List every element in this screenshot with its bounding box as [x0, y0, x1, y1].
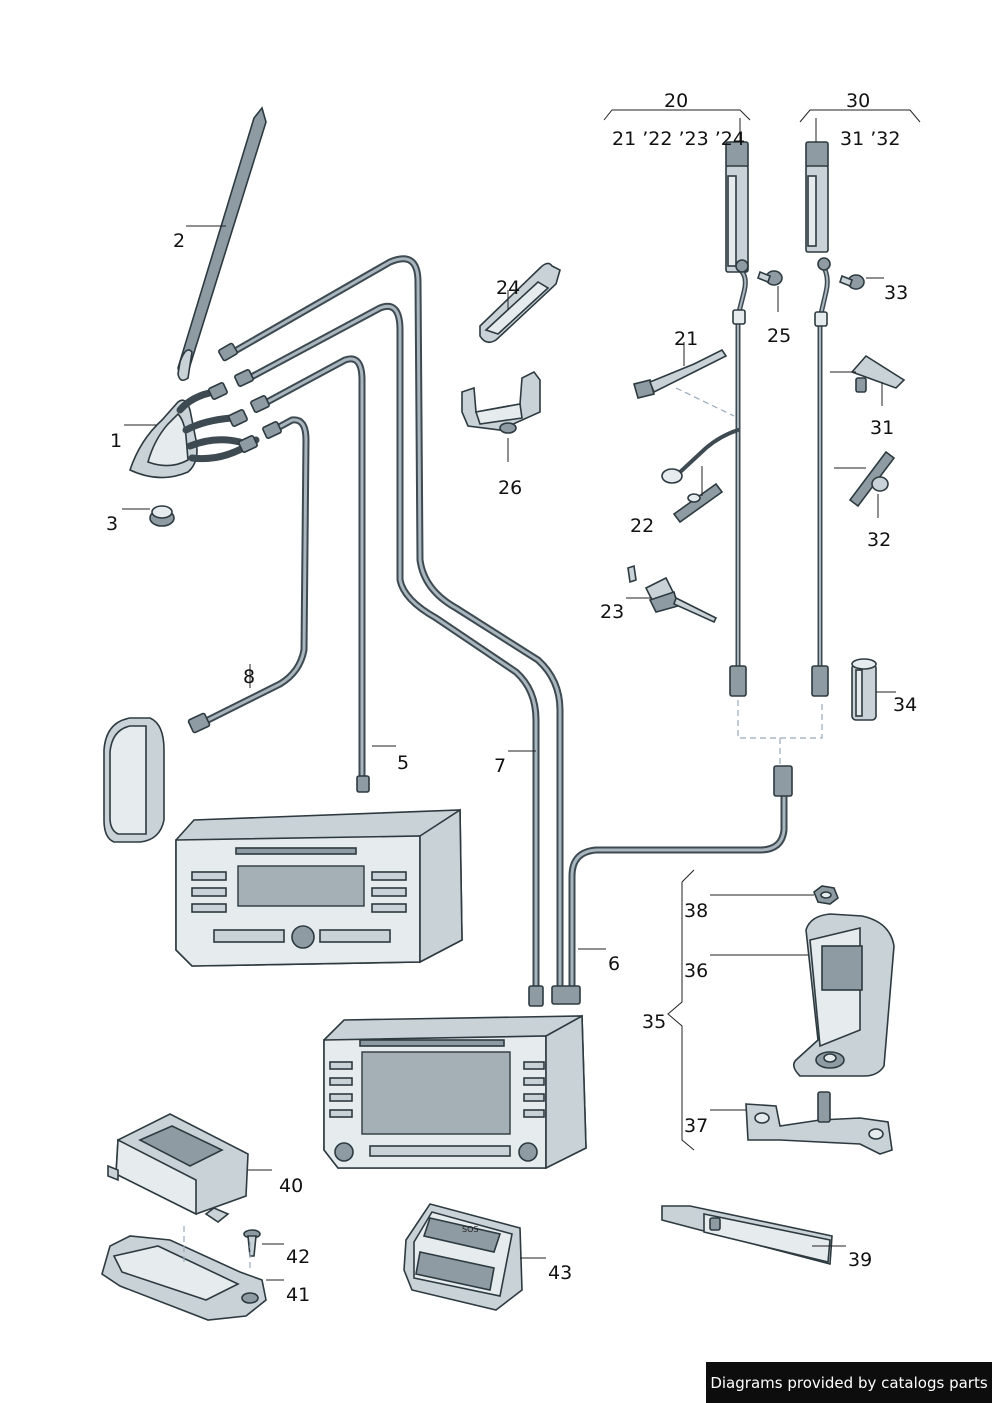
- connector-21: [633, 348, 728, 399]
- callout-3: 3: [106, 513, 118, 535]
- callout-41: 41: [286, 1284, 310, 1306]
- control-unit-40: [107, 1113, 249, 1223]
- bracket-24: [479, 262, 561, 344]
- callout-24: 24: [496, 277, 520, 299]
- nut-38: [813, 885, 839, 905]
- callout-33: 33: [884, 282, 908, 304]
- callout-8: 8: [243, 666, 255, 688]
- antenna-20: [661, 141, 749, 697]
- junction-lines: [737, 700, 823, 768]
- callout-40: 40: [279, 1175, 303, 1197]
- callout-6: 6: [608, 953, 620, 975]
- antenna-30: [805, 141, 831, 697]
- roof-antenna-base: [129, 369, 282, 479]
- callout-43: 43: [548, 1262, 572, 1284]
- callout-42: 42: [286, 1246, 310, 1268]
- emergency-call-module: SOS: [403, 1203, 523, 1311]
- callout-5: 5: [397, 752, 409, 774]
- leader-lines: [122, 118, 896, 1281]
- plate-37: [745, 1091, 893, 1155]
- callout-7: 7: [494, 755, 506, 777]
- callout-35: 35: [642, 1011, 666, 1033]
- callout-1: 1: [110, 430, 122, 452]
- sos-button-label: SOS: [462, 1225, 478, 1234]
- callout-25: 25: [767, 325, 791, 347]
- screw-25: [757, 270, 783, 286]
- phone-cradle: [103, 717, 165, 843]
- antenna-nut: [149, 505, 175, 527]
- cable-connectors: [187, 342, 581, 1007]
- brace-20: [603, 109, 751, 121]
- callout-numbers: 2 1 3 8 5 7 6 24 26 20 21 ’22 ’23 ’24 30…: [106, 90, 917, 1306]
- callout-32: 32: [867, 529, 891, 551]
- callout-26: 26: [498, 477, 522, 499]
- callout-37: 37: [684, 1115, 708, 1137]
- bracket-26: [461, 370, 541, 434]
- callout-20-sub: 21 ’22 ’23 ’24: [612, 128, 745, 150]
- footer-credit: Diagrams provided by catalogs parts: [706, 1362, 992, 1403]
- callout-21: 21: [674, 328, 698, 350]
- callout-34: 34: [893, 694, 917, 716]
- callout-36: 36: [684, 960, 708, 982]
- callout-23: 23: [600, 601, 624, 623]
- navigation-unit: [323, 1014, 587, 1170]
- bracket-assembly-35: [792, 913, 895, 1077]
- screw-33: [839, 274, 865, 290]
- brace-30: [799, 109, 921, 123]
- brace-35: [667, 869, 695, 1151]
- callout-22: 22: [630, 515, 654, 537]
- callout-31: 31: [870, 417, 894, 439]
- clip-42: [243, 1229, 261, 1257]
- antenna-cables: [196, 255, 788, 994]
- bracket-41: [101, 1235, 267, 1321]
- radio-unit: [175, 808, 463, 967]
- callout-30-sub: 31 ’32: [840, 128, 900, 150]
- strip-39: [661, 1205, 833, 1266]
- callout-20: 20: [664, 90, 688, 112]
- callout-30: 30: [846, 90, 870, 112]
- callout-39: 39: [848, 1249, 872, 1271]
- strip-32: [848, 450, 896, 508]
- callout-38: 38: [684, 900, 708, 922]
- clip-31: [850, 354, 906, 393]
- sleeve-34: [851, 658, 877, 721]
- callout-2: 2: [173, 230, 185, 252]
- clip-22: [672, 482, 724, 524]
- junction-connector: [773, 765, 793, 797]
- antenna-rod: [177, 106, 267, 382]
- connector-23: [627, 564, 718, 624]
